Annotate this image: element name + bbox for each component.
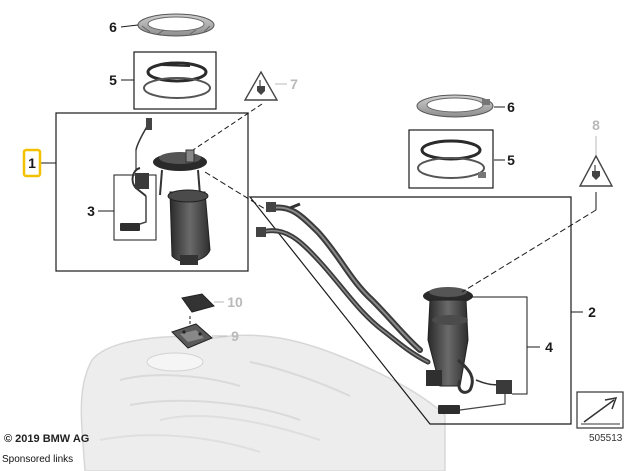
lock-ring-6-right <box>416 94 494 118</box>
callout-5-right[interactable]: 5 <box>507 152 515 168</box>
seal-ring-5-left <box>143 61 211 99</box>
warning-label-7 <box>243 70 279 101</box>
part-10-pad <box>181 293 215 313</box>
callout-4-bracket <box>470 296 528 395</box>
assembly-2-box <box>248 196 572 425</box>
fuel-pump-left <box>120 118 211 265</box>
view-arrow-icon[interactable] <box>576 391 624 429</box>
fuel-pump-right <box>423 287 512 414</box>
callout-5-left[interactable]: 5 <box>109 72 117 88</box>
callout-2[interactable]: 2 <box>588 304 596 320</box>
part-9-cover <box>171 323 213 349</box>
callout-7[interactable]: 7 <box>290 76 298 92</box>
assembly-1-box <box>55 112 249 272</box>
fuel-tank-ghost <box>80 334 446 471</box>
warning-label-8 <box>578 154 614 187</box>
callout-6-left[interactable]: 6 <box>109 19 117 35</box>
callout-3[interactable]: 3 <box>87 203 95 219</box>
seal-ring-5-right <box>417 139 486 179</box>
image-code: 505513 <box>589 433 623 444</box>
sponsored-links-link[interactable]: Sponsored links <box>2 454 74 465</box>
callout-9[interactable]: 9 <box>231 328 239 344</box>
copyright-text: © 2019 BMW AG <box>4 433 90 445</box>
callout-1[interactable]: 1 <box>28 155 36 171</box>
callout-5-box-right <box>408 129 494 189</box>
fuel-hose-assembly <box>256 202 431 365</box>
callout-6-right[interactable]: 6 <box>507 99 515 115</box>
callout-4[interactable]: 4 <box>545 339 553 355</box>
callout-1-highlight <box>22 148 42 178</box>
callout-8[interactable]: 8 <box>592 117 600 133</box>
callout-10[interactable]: 10 <box>227 294 243 310</box>
lock-ring-6-left <box>137 13 215 37</box>
